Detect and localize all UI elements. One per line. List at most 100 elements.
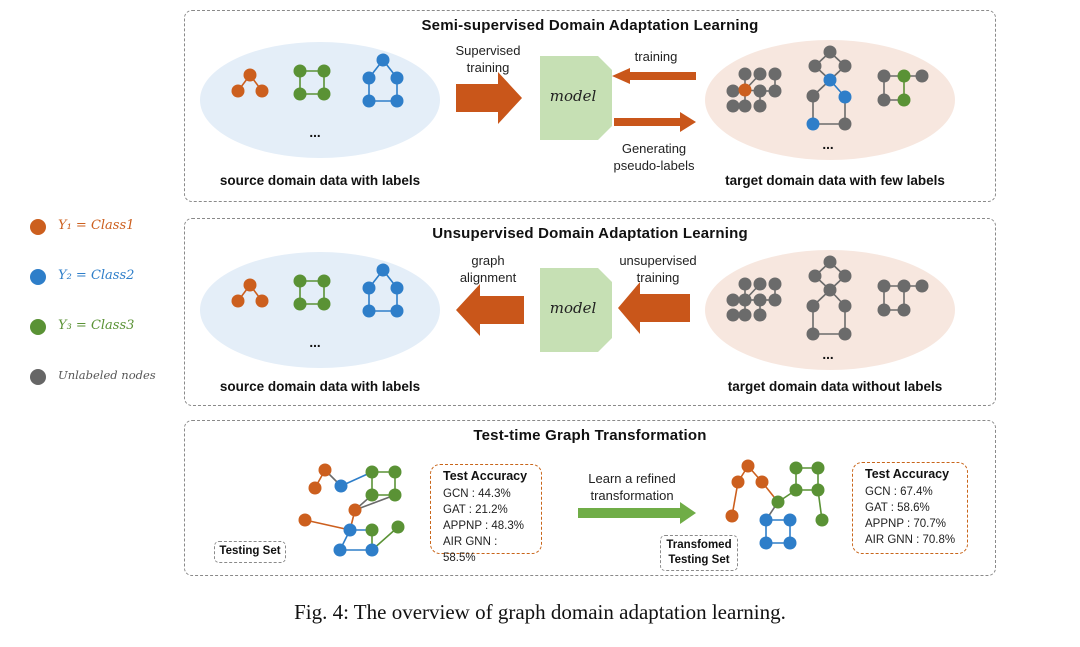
accuracy-row: GAT : 58.6% [865, 502, 930, 514]
training-label: training [634, 49, 678, 64]
graph-node [390, 281, 404, 295]
graph-node [768, 67, 782, 81]
graph-node [838, 59, 852, 73]
graph-node [243, 278, 257, 292]
graph-node [391, 520, 405, 534]
testing-set-tag: Testing Set [214, 541, 286, 563]
graph-node [741, 459, 755, 473]
graph-node [815, 513, 829, 527]
test-time-panel: Test-time Graph Transformation [184, 420, 996, 576]
graph-edge [354, 494, 396, 511]
ellipsis: ... [822, 137, 834, 152]
graph-node [365, 543, 379, 557]
target-domain-ellipse [705, 40, 955, 160]
graph-node [753, 67, 767, 81]
graph-node [838, 269, 852, 283]
gray-node-icon [30, 369, 46, 385]
graph-node [362, 281, 376, 295]
refined-transform-arrow-head [680, 502, 696, 524]
graph-node [877, 279, 891, 293]
graph-node [771, 495, 785, 509]
accuracy-row: GCN : 67.4% [865, 486, 933, 498]
graph-node [293, 64, 307, 78]
graph-node [783, 536, 797, 550]
graph-node [376, 53, 390, 67]
graph-node [738, 67, 752, 81]
graph-node [348, 503, 362, 517]
graph-node [915, 279, 929, 293]
graph-edge [304, 519, 351, 531]
graph-node [738, 99, 752, 113]
model-label: model [549, 87, 597, 105]
ellipsis: ... [822, 347, 834, 362]
graph-node [806, 89, 820, 103]
graph-node [806, 117, 820, 131]
graph-node [343, 523, 357, 537]
accuracy-row: AIR GNN : 70.8% [865, 534, 956, 546]
graph-node [755, 475, 769, 489]
legend-label: Y₂ = Class2 [58, 268, 135, 283]
graph-node [811, 461, 825, 475]
supervised-training-label: Supervised training [455, 43, 521, 75]
graph-node [334, 479, 348, 493]
accuracy-row: GAT : 21.2% [443, 504, 508, 516]
pseudo-label-arrow-head [680, 112, 696, 132]
graph-node [365, 488, 379, 502]
graph-node [231, 294, 245, 308]
graph-node [897, 303, 911, 317]
graph-node [789, 461, 803, 475]
graph-node [388, 465, 402, 479]
panel-title: Semi-supervised Domain Adaptation Learni… [421, 17, 759, 34]
graph-node [808, 59, 822, 73]
graph-node [753, 99, 767, 113]
graph-node [808, 269, 822, 283]
green-node-icon [30, 319, 46, 335]
graph-node [897, 93, 911, 107]
graph-node [726, 293, 740, 307]
unsupervised-panel: Unsupervised Domain Adaptation Learning [184, 218, 996, 406]
panel-title: Unsupervised Domain Adaptation Learning [432, 225, 748, 242]
graph-node [390, 94, 404, 108]
figure-caption: Fig. 4: The overview of graph domain ada… [294, 600, 786, 624]
graph-node [318, 463, 332, 477]
graph-node [838, 117, 852, 131]
graph-node [293, 87, 307, 101]
target-domain-ellipse [705, 250, 955, 370]
graph-node [838, 327, 852, 341]
training-arrow-shaft [626, 72, 696, 80]
target-domain-label: target domain data without labels [727, 379, 943, 394]
graph-node [725, 509, 739, 523]
graph-node [255, 294, 269, 308]
graph-node [753, 308, 767, 322]
graph-node [738, 83, 752, 97]
accuracy-before-box: Test Accuracy GCN : 44.3% GAT : 21.2% AP… [430, 464, 542, 564]
graph-node [255, 84, 269, 98]
graph-node [731, 475, 745, 489]
legend-label: Y₃ = Class3 [58, 318, 135, 333]
ellipsis: ... [309, 335, 321, 350]
graph-node [726, 308, 740, 322]
target-domain-label: target domain data with few labels [725, 173, 945, 188]
pseudo-label-arrow-shaft [614, 118, 680, 126]
graph-node [333, 543, 347, 557]
graph-node [823, 283, 837, 297]
graph-node [838, 90, 852, 104]
graph-node [759, 513, 773, 527]
graph-node [293, 297, 307, 311]
generating-label: Generating pseudo-labels [613, 141, 695, 173]
graph-node [877, 69, 891, 83]
accuracy-row: APPNP : 48.3% [443, 520, 524, 532]
unsupervised-training-arrow [618, 282, 690, 334]
graph-node [738, 277, 752, 291]
graph-node [317, 274, 331, 288]
semi-supervised-panel: Semi-supervised Domain Adaptation Learni… [184, 10, 996, 202]
graph-node [877, 93, 891, 107]
graph-alignment-arrow [456, 284, 524, 336]
graph-node [759, 536, 773, 550]
panel-title: Test-time Graph Transformation [473, 427, 707, 444]
graph-node [753, 293, 767, 307]
source-domain-ellipse [200, 252, 440, 368]
ellipsis: ... [309, 125, 321, 140]
graph-node [390, 304, 404, 318]
